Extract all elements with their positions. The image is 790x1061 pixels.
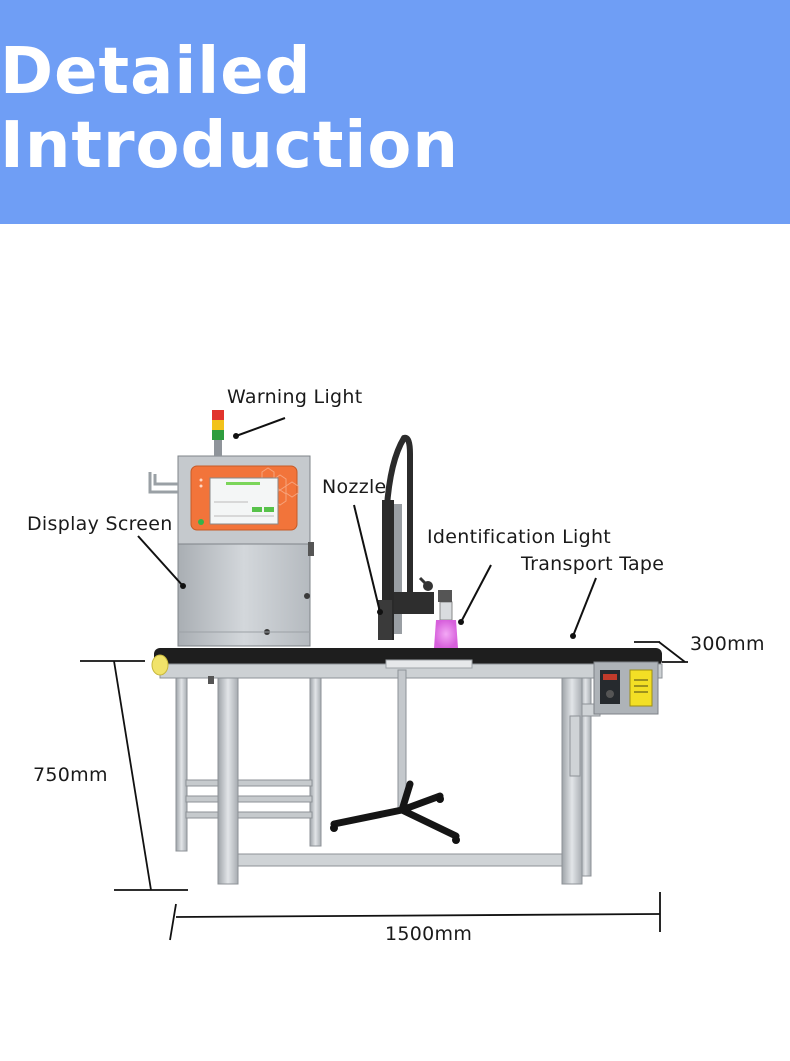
callout-identification-light: Identification Light: [427, 526, 612, 548]
callout-display-screen: Display Screen: [27, 513, 173, 535]
callout-lines: [137, 417, 597, 637]
callout-warning-light: Warning Light: [227, 386, 363, 408]
header-banner: Detailed Introduction: [0, 0, 790, 224]
identification-light: [434, 590, 458, 648]
product-illustration: Warning Light Display Screen Nozzle Iden…: [0, 224, 790, 1061]
warning-light-tower: [212, 410, 224, 456]
control-panel: [190, 465, 299, 531]
callout-dots: [180, 433, 576, 639]
page-title: Detailed Introduction: [0, 35, 459, 183]
printhead-stand: [330, 434, 460, 844]
machine-drawing: [80, 410, 688, 941]
callout-transport-tape: Transport Tape: [521, 553, 665, 575]
dimension-length: 1500mm: [385, 923, 473, 945]
callout-nozzle: Nozzle: [322, 476, 387, 498]
dimension-height: 750mm: [33, 764, 108, 786]
dimension-lines: [80, 641, 688, 941]
conveyor: [151, 648, 663, 715]
dimension-depth: 300mm: [690, 633, 765, 655]
table-frame: [175, 671, 601, 885]
